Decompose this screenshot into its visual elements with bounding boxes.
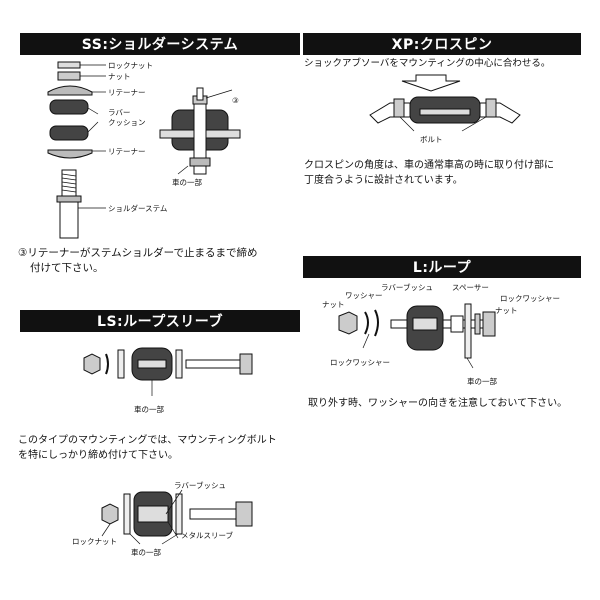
l-label-car-part: 車の一部 xyxy=(467,377,497,386)
ss-label-rubber-cushion-2: クッション xyxy=(108,118,146,127)
ls-label-lock-nut: ロックナット xyxy=(72,537,117,546)
l-header: L:ループ xyxy=(303,256,581,278)
ss-label-nut: ナット xyxy=(108,72,131,81)
xp-text-line2: 丁度合うように設計されています。 xyxy=(304,175,463,186)
l-label-nut-left: ナット xyxy=(322,300,345,309)
ls-label-car-part-bottom: 車の一部 xyxy=(131,548,161,557)
ss-label-shoulder-stem: ショルダーステム xyxy=(108,204,168,213)
ss-note-line1: ③リテーナーがステムショルダーで止まるまで締め xyxy=(18,247,258,259)
ls-header: LS:ループスリーブ xyxy=(20,310,300,332)
ls-label-metal-sleeve: メタルスリーブ xyxy=(181,531,234,540)
ls-text-line2: を特にしっかり締め付けて下さい。 xyxy=(18,450,178,461)
ss-parts-diagram xyxy=(47,61,106,239)
ss-note-line2: 付けて下さい。 xyxy=(30,262,104,274)
xp-top-text: ショックアブソーバをマウンティングの中心に合わせる。 xyxy=(304,58,551,69)
l-loop-diagram xyxy=(338,303,496,369)
ss-header: SS:ショルダーシステム xyxy=(20,33,300,55)
ss-label-retainer-bottom: リテーナー xyxy=(108,147,146,156)
ss-callout-3: ③ xyxy=(232,96,239,105)
ls-sleeve-diagram xyxy=(101,489,253,545)
l-label-lock-washer-right: ロックワッシャー xyxy=(500,294,560,303)
xp-crosspin-diagram xyxy=(369,74,521,132)
ss-label-rubber-cushion-1: ラバー xyxy=(108,108,131,117)
ss-label-lock-nut: ロックナット xyxy=(108,61,153,70)
ss-label-retainer-top: リテーナー xyxy=(108,88,146,97)
ls-car-part-label: 車の一部 xyxy=(134,405,164,414)
l-label-spacer: スペーサー xyxy=(452,283,489,292)
l-label-washer: ワッシャー xyxy=(345,291,383,300)
l-label-nut-right: ナット xyxy=(495,306,518,315)
ls-loop-sleeve-diagram xyxy=(83,347,253,396)
xp-bolt-label: ボルト xyxy=(420,135,443,144)
l-label-rubber-bush: ラバーブッシュ xyxy=(381,283,433,292)
ss-label-car-part: 車の一部 xyxy=(172,178,202,187)
xp-text-line1: クロスピンの角度は、車の通常車高の時に取り付け部に xyxy=(304,160,554,171)
l-note: 取り外す時、ワッシャーの向きを注意しておいて下さい。 xyxy=(308,398,568,409)
l-label-lock-washer-left: ロックワッシャー xyxy=(330,358,390,367)
xp-header: XP:クロスピン xyxy=(303,33,581,55)
ls-text-line1: このタイプのマウンティングでは、マウンティングボルト xyxy=(18,435,277,446)
ss-assembly-diagram xyxy=(159,87,241,175)
ls-label-rubber-bush: ラバーブッシュ xyxy=(174,481,226,490)
